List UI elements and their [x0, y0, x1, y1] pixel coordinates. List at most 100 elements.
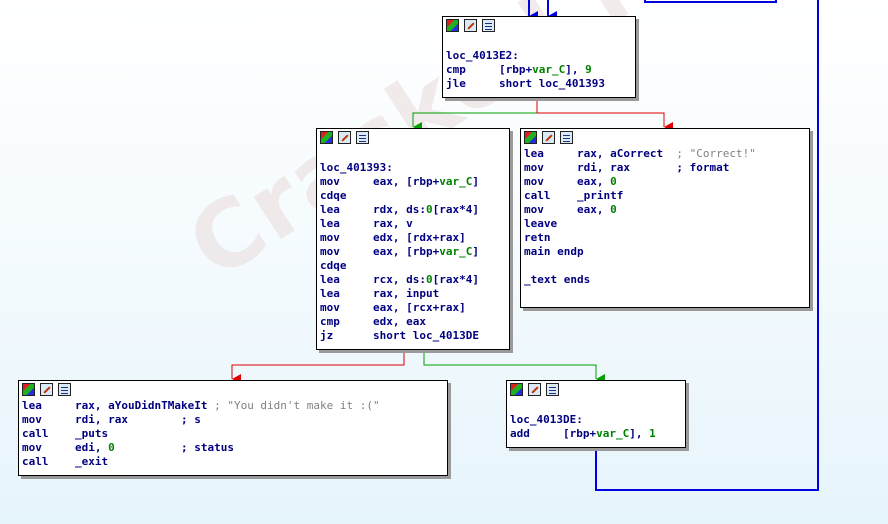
asm-line[interactable]: mov edx, [rdx+rax] — [320, 231, 506, 245]
asm-operand: ], — [565, 63, 586, 76]
asm-mnemonic: jz — [320, 329, 334, 342]
graph-color-icon[interactable] — [446, 19, 459, 32]
asm-var: var_C — [532, 63, 566, 76]
asm-operand: ; status — [180, 441, 234, 454]
asm-line[interactable]: mov eax, [rcx+rax] — [320, 301, 506, 315]
graph-color-icon[interactable] — [524, 131, 537, 144]
asm-line[interactable]: lea rdx, ds:0[rax*4] — [320, 203, 506, 217]
asm-line[interactable]: loc_4013E2: — [446, 49, 632, 63]
asm-line[interactable]: retn — [524, 231, 806, 245]
asm-line[interactable]: cmp [rbp+var_C], 9 — [446, 63, 632, 77]
asm-operand: ; format — [676, 161, 730, 174]
rename-pencil-icon[interactable] — [338, 131, 351, 144]
asm-mnemonic: mov — [524, 203, 544, 216]
asm-line[interactable]: mov rdi, rax ; s — [22, 413, 444, 427]
asm-operand: rdx, ds: — [373, 203, 426, 216]
asm-label: loc_4013E2: — [446, 49, 519, 62]
asm-operand: rax, v — [373, 217, 413, 230]
asm-line[interactable]: mov eax, [rbp+var_C] — [320, 245, 506, 259]
list-view-icon[interactable] — [58, 383, 71, 396]
asm-pad — [333, 329, 373, 342]
asm-operand — [115, 441, 181, 454]
asm-mnemonic: mov — [22, 441, 42, 454]
asm-pad — [544, 175, 577, 188]
node-header — [521, 129, 809, 147]
asm-line[interactable] — [524, 259, 806, 273]
asm-mnemonic: cdqe — [320, 189, 347, 202]
asm-var: var_C — [596, 427, 630, 440]
asm-operand: eax, — [577, 175, 611, 188]
asm-number: 0 — [610, 175, 617, 188]
asm-line[interactable]: lea rax, aCorrect ; "Correct!" — [524, 147, 806, 161]
asm-operand: eax, [rbp+ — [373, 245, 440, 258]
asm-line[interactable]: add [rbp+var_C], 1 — [510, 427, 682, 441]
list-view-icon[interactable] — [546, 383, 559, 396]
asm-line[interactable]: main endp — [524, 245, 806, 259]
graph-color-icon[interactable] — [22, 383, 35, 396]
asm-line[interactable]: lea rax, input — [320, 287, 506, 301]
asm-operand: eax, [rcx+rax] — [373, 301, 466, 314]
list-view-icon[interactable] — [356, 131, 369, 144]
asm-line[interactable]: cmp edx, eax — [320, 315, 506, 329]
asm-pad — [340, 315, 373, 328]
asm-var: var_C — [439, 245, 473, 258]
graph-color-icon[interactable] — [510, 383, 523, 396]
asm-operand: [rax*4] — [432, 203, 479, 216]
asm-pad — [466, 77, 499, 90]
asm-line[interactable]: mov eax, [rbp+var_C] — [320, 175, 506, 189]
asm-mnemonic: cmp — [320, 315, 340, 328]
asm-mnemonic: mov — [320, 175, 340, 188]
asm-pad — [49, 427, 76, 440]
asm-line[interactable] — [320, 147, 506, 161]
asm-pad — [340, 287, 373, 300]
node-correct-branch[interactable]: lea rax, aCorrect ; "Correct!"mov rdi, r… — [520, 128, 810, 308]
asm-pad — [340, 245, 373, 258]
asm-label: loc_4013DE: — [510, 413, 583, 426]
node-header — [443, 17, 635, 35]
asm-mnemonic: cdqe — [320, 259, 347, 272]
asm-line[interactable]: cdqe — [320, 259, 506, 273]
asm-line[interactable]: jle short loc_401393 — [446, 77, 632, 91]
asm-line[interactable]: mov edi, 0 ; status — [22, 441, 444, 455]
asm-line[interactable]: _text ends — [524, 273, 806, 287]
asm-number: 1 — [649, 427, 656, 440]
asm-operand: _exit — [75, 455, 109, 468]
asm-mnemonic: mov — [320, 231, 340, 244]
rename-pencil-icon[interactable] — [40, 383, 53, 396]
asm-line[interactable]: lea rax, v — [320, 217, 506, 231]
list-view-icon[interactable] — [482, 19, 495, 32]
asm-line[interactable]: loc_4013DE: — [510, 413, 682, 427]
asm-pad — [42, 399, 75, 412]
rename-pencil-icon[interactable] — [464, 19, 477, 32]
asm-mnemonic: call — [22, 427, 49, 440]
asm-pad — [544, 203, 577, 216]
asm-line[interactable]: mov eax, 0 — [524, 203, 806, 217]
asm-line[interactable]: mov rdi, rax ; format — [524, 161, 806, 175]
list-view-icon[interactable] — [560, 131, 573, 144]
asm-line[interactable]: lea rax, aYouDidnTMakeIt ; "You didn't m… — [22, 399, 444, 413]
asm-comment: ; "Correct!" — [676, 147, 756, 160]
asm-line[interactable]: call _puts — [22, 427, 444, 441]
asm-line[interactable]: jz short loc_4013DE — [320, 329, 506, 343]
asm-line[interactable]: lea rcx, ds:0[rax*4] — [320, 273, 506, 287]
asm-line[interactable] — [510, 399, 682, 413]
node-loc-4013de[interactable]: loc_4013DE:add [rbp+var_C], 1 — [506, 380, 686, 448]
asm-operand: ] — [472, 245, 479, 258]
asm-mnemonic: mov — [320, 245, 340, 258]
asm-line[interactable]: loc_401393: — [320, 161, 506, 175]
graph-color-icon[interactable] — [320, 131, 333, 144]
asm-mnemonic: jle — [446, 77, 466, 90]
node-code: lea rax, aYouDidnTMakeIt ; "You didn't m… — [19, 399, 447, 471]
asm-line[interactable]: call _exit — [22, 455, 444, 469]
asm-line[interactable]: mov eax, 0 — [524, 175, 806, 189]
node-fail-branch[interactable]: lea rax, aYouDidnTMakeIt ; "You didn't m… — [18, 380, 448, 476]
asm-line[interactable]: call _printf — [524, 189, 806, 203]
asm-pad — [340, 217, 373, 230]
rename-pencil-icon[interactable] — [528, 383, 541, 396]
asm-line[interactable]: leave — [524, 217, 806, 231]
rename-pencil-icon[interactable] — [542, 131, 555, 144]
asm-line[interactable]: cdqe — [320, 189, 506, 203]
asm-line[interactable] — [446, 35, 632, 49]
